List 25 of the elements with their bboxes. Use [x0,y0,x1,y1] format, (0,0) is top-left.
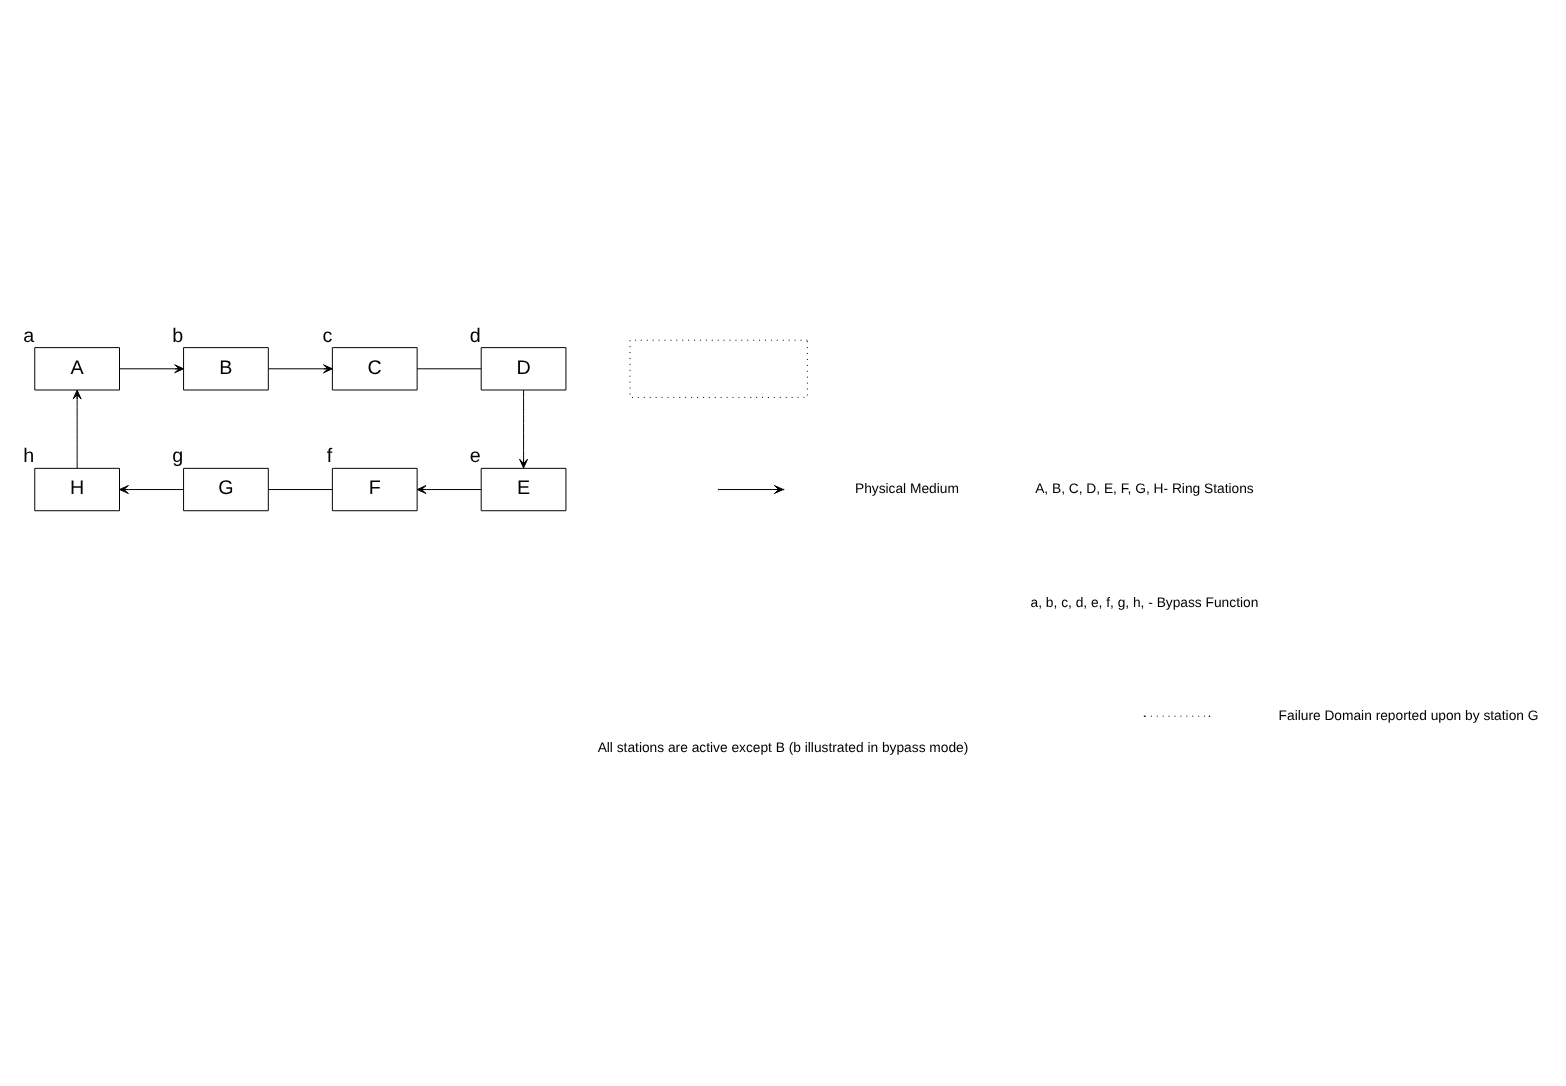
node-label: b [172,325,184,348]
node-label: f [326,446,333,469]
arrow [416,485,482,495]
node-label: g [172,446,184,469]
node-label: h [23,446,35,469]
node-label: a [23,325,35,348]
node-box: B [183,347,269,391]
node-label: c [322,325,333,348]
node-label: e [469,446,481,469]
arrow [267,364,333,374]
arrow [119,485,185,495]
arrow [119,364,185,374]
connector [416,368,482,370]
connector [267,489,333,491]
node-box: C [331,347,418,391]
node-box: G [183,467,269,512]
node-label: d [469,325,481,348]
node-box: F [331,467,418,512]
arrow [72,389,82,469]
arrow [519,389,529,469]
node-box: A [34,347,120,391]
node-box [629,339,808,398]
node-box: E [480,467,567,512]
node-box: D [480,347,567,391]
node-box: H [34,467,120,512]
